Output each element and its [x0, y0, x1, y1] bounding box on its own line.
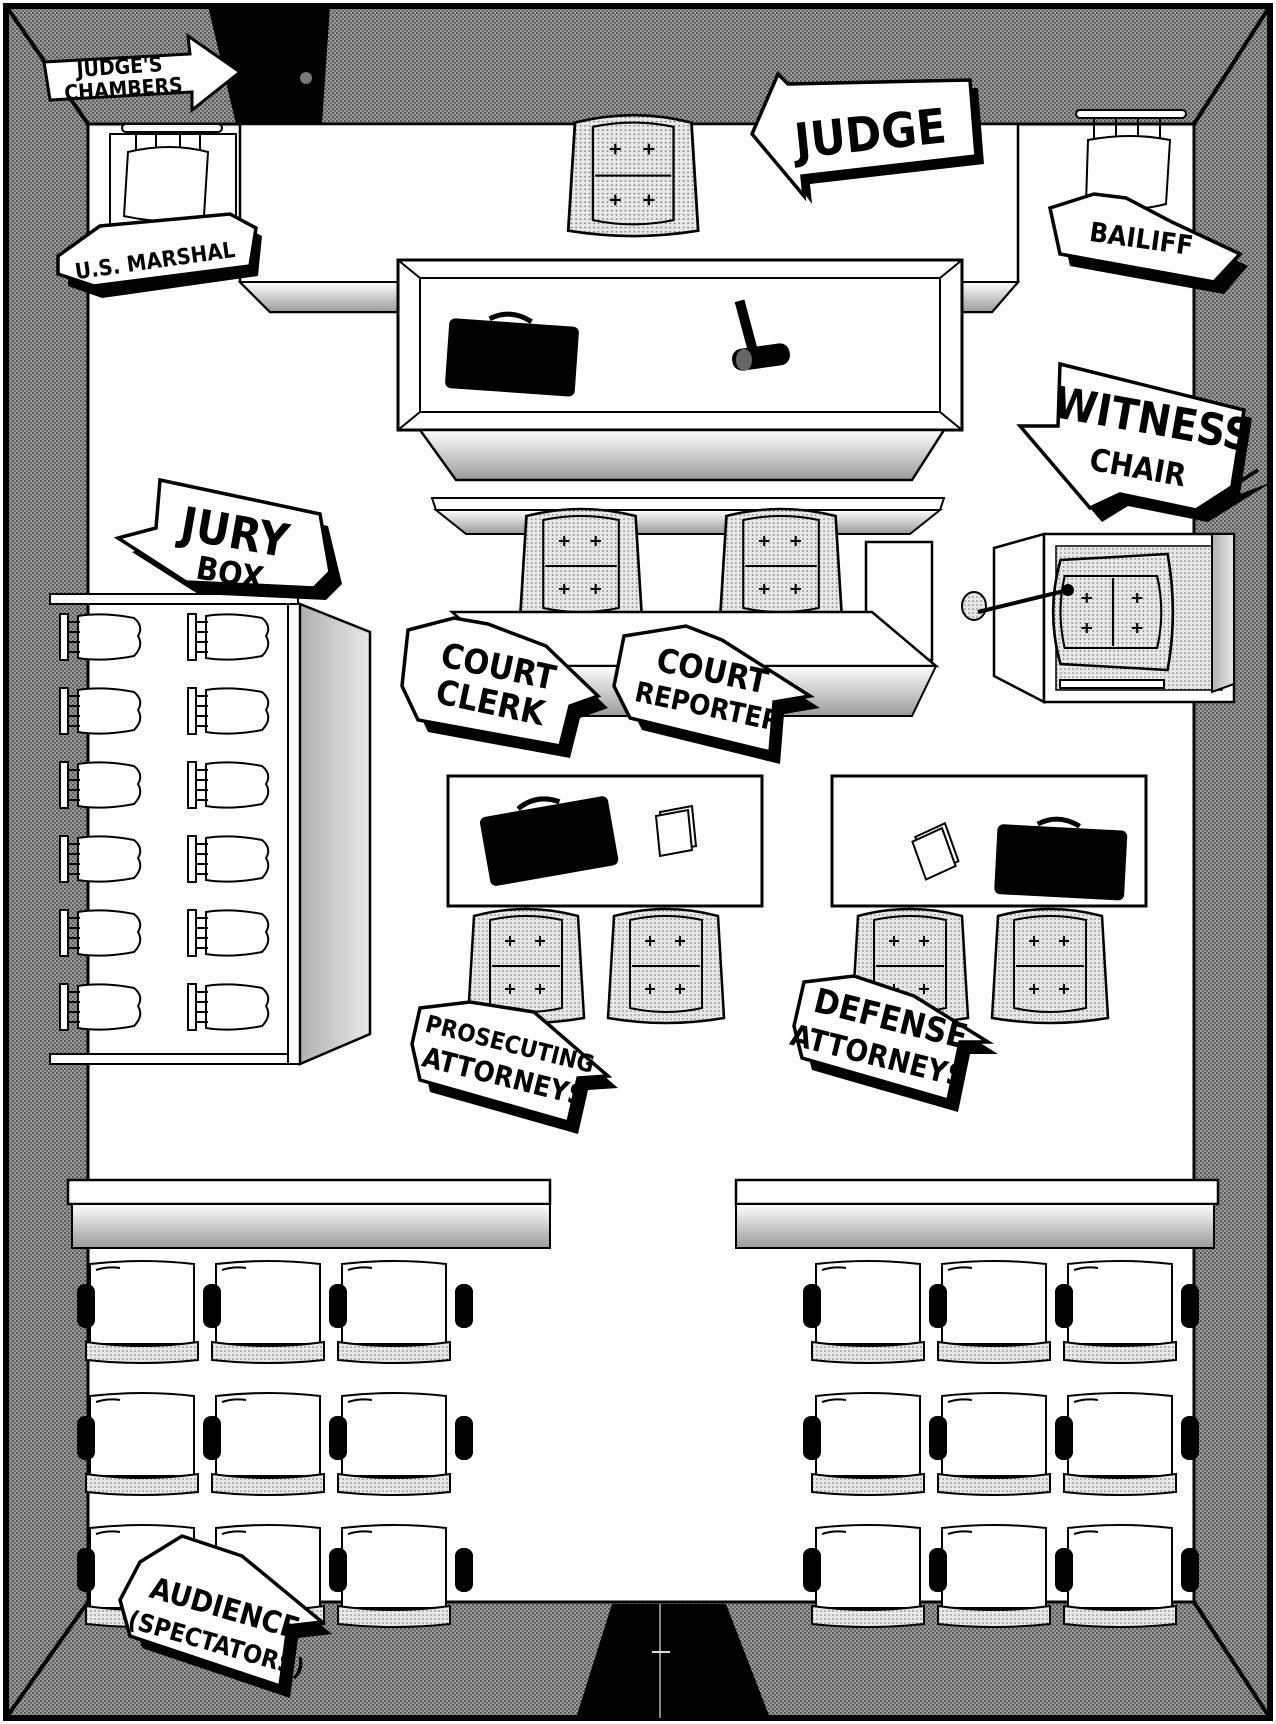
armrest — [929, 1284, 947, 1328]
spectator-seat[interactable] — [811, 1524, 925, 1628]
spectator-seat[interactable] — [337, 1524, 451, 1628]
armrest — [77, 1548, 95, 1592]
spectator-seat[interactable] — [937, 1260, 1051, 1364]
label-bailiff: BAILIFF — [1047, 192, 1248, 294]
armrest — [803, 1416, 821, 1460]
spectator-seat[interactable] — [1063, 1392, 1177, 1496]
armrest — [1181, 1284, 1199, 1328]
armrest — [203, 1284, 221, 1328]
spectator-seat[interactable] — [811, 1260, 925, 1364]
clerk-reporter-desk — [430, 497, 946, 535]
spectator-seat[interactable] — [337, 1260, 451, 1364]
microphone-icon — [961, 584, 1074, 621]
court-clerk-chair[interactable] — [518, 507, 644, 625]
judge-chair[interactable] — [566, 113, 700, 238]
armrest — [1055, 1416, 1073, 1460]
spectator-seat[interactable] — [211, 1392, 325, 1496]
label-judges-chambers: JUDGE'S CHAMBERS — [42, 32, 243, 114]
armrest — [929, 1416, 947, 1460]
armrest — [929, 1548, 947, 1592]
armrest — [455, 1284, 473, 1328]
label-audience: AUDIENCE (SPECTATORS) — [118, 1534, 332, 1698]
armrest — [803, 1284, 821, 1328]
spectator-seat[interactable] — [211, 1260, 325, 1364]
spectator-seat[interactable] — [1063, 1260, 1177, 1364]
armrest — [1181, 1416, 1199, 1460]
judges-chambers-door[interactable] — [208, 6, 330, 124]
court-reporter-chair[interactable] — [718, 507, 844, 625]
armrest — [77, 1416, 95, 1460]
spectator-seat[interactable] — [85, 1260, 199, 1364]
prosecution-chair-2[interactable] — [606, 907, 726, 1025]
bailiff-chair[interactable] — [1075, 109, 1187, 210]
defense-chair-2[interactable] — [990, 907, 1110, 1025]
spectator-seat[interactable] — [937, 1392, 1051, 1496]
bar-railing-left — [66, 1178, 552, 1249]
spectator-seat[interactable] — [1063, 1524, 1177, 1628]
armrest — [1055, 1548, 1073, 1592]
label-jury-box: JURY BOX — [113, 477, 342, 600]
bar-railing-right — [734, 1178, 1220, 1249]
armrest — [203, 1416, 221, 1460]
spectator-seat[interactable] — [85, 1392, 199, 1496]
spectator-seat[interactable] — [937, 1524, 1051, 1628]
prosecution-papers — [655, 805, 697, 857]
armrest — [455, 1416, 473, 1460]
armrest — [455, 1548, 473, 1592]
label-court-clerk: COURT CLERK — [400, 616, 608, 758]
spectator-seat[interactable] — [811, 1392, 925, 1496]
armrest — [329, 1548, 347, 1592]
armrest — [803, 1548, 821, 1592]
witness-chair[interactable] — [1051, 552, 1175, 672]
jury-box — [49, 593, 372, 1066]
armrest — [1181, 1548, 1199, 1592]
armrest — [329, 1284, 347, 1328]
armrest — [1055, 1284, 1073, 1328]
entrance-door[interactable] — [576, 1604, 770, 1718]
armrest — [329, 1416, 347, 1460]
label-us-marshal: U.S. MARSHAL — [56, 212, 262, 298]
armrest — [77, 1284, 95, 1328]
gavel-icon[interactable] — [731, 299, 791, 372]
label-defense-attorneys: DEFENSE ATTORNEYS — [787, 974, 998, 1112]
label-judge: JUDGE — [749, 70, 984, 204]
spectator-seat[interactable] — [337, 1392, 451, 1496]
